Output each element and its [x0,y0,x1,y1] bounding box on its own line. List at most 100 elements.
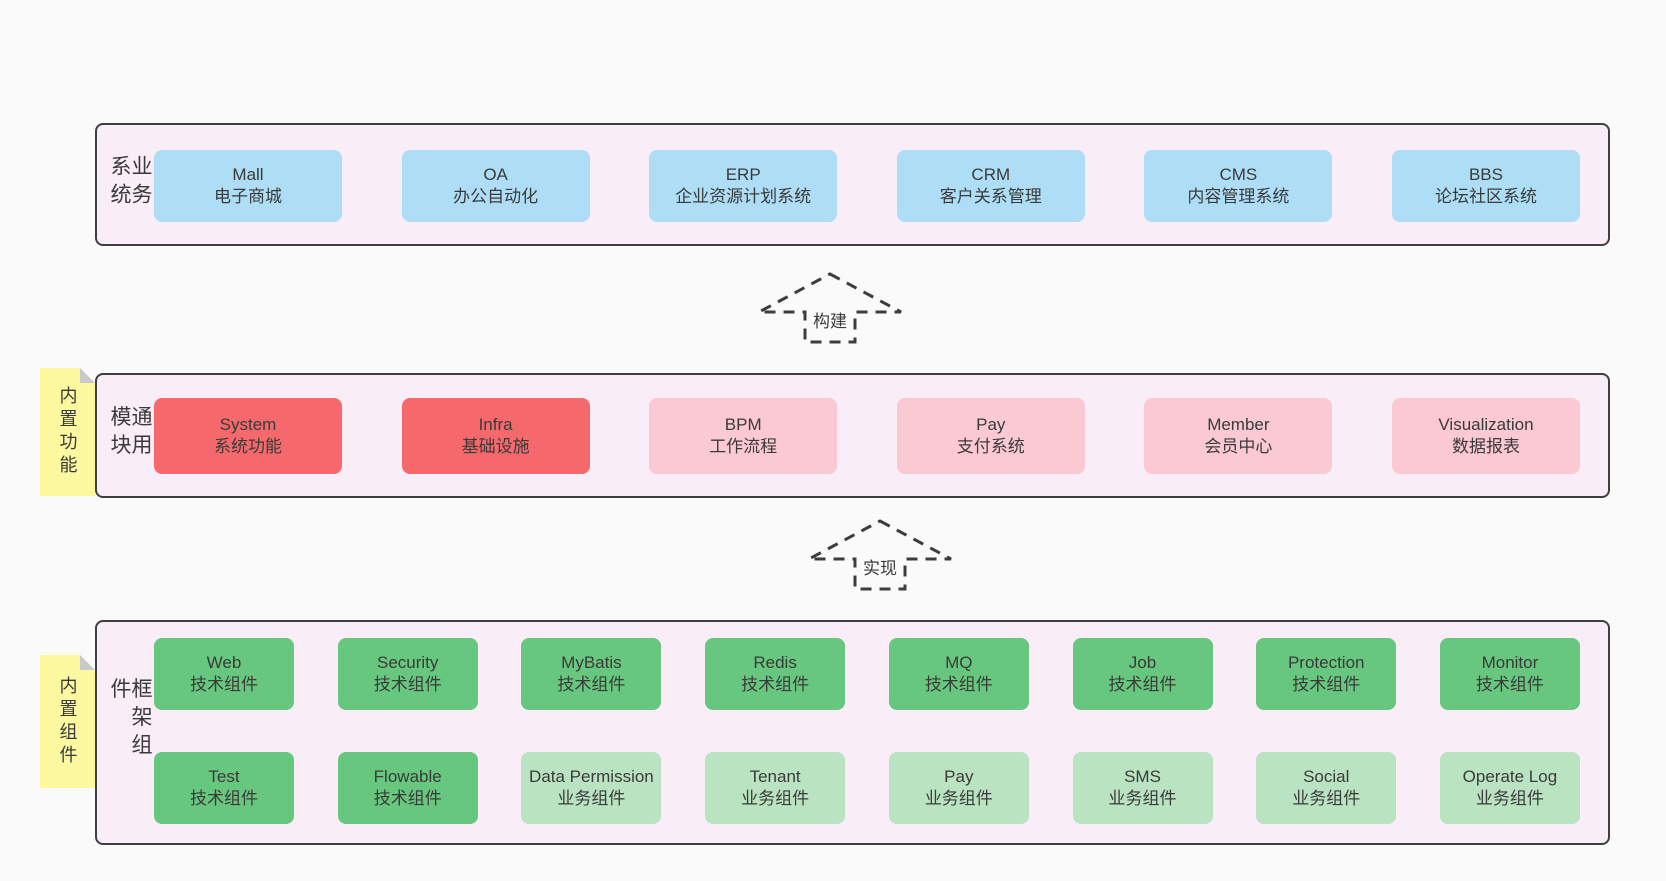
box-subtitle: 技术组件 [1108,675,1177,694]
box-title: Monitor [1481,652,1539,672]
box-erp: ERP 企业资源计划系统 [649,150,838,222]
box-subtitle: 技术组件 [190,789,258,808]
box-subtitle: 论坛社区系统 [1434,187,1537,206]
box-title: CRM [971,164,1011,184]
layer-common-modules: 通用模块 System 系统功能 Infra 基础设施 BPM 工作流程 Pay… [95,373,1610,498]
box-pay-component: Pay 业务组件 [888,752,1029,824]
box-title: Security [376,652,439,672]
box-title: BBS [1468,164,1503,184]
box-subtitle: 技术组件 [1292,675,1361,694]
box-infra: Infra 基础设施 [401,398,590,474]
box-title: Infra [478,414,513,434]
box-title: Mall [232,164,264,184]
arrow-build-label: 构建 [810,307,850,332]
box-title: Visualization [1438,414,1534,434]
box-redis: Redis 技术组件 [705,638,846,710]
box-subtitle: 业务组件 [1292,789,1361,808]
box-subtitle: 数据报表 [1451,437,1520,456]
box-subtitle: 技术组件 [190,675,258,694]
box-tenant: Tenant 业务组件 [705,752,846,824]
box-title: CMS [1219,164,1258,184]
box-subtitle: 内容管理系统 [1187,187,1290,206]
sticky-note-label: 内置组件 [57,675,78,768]
box-subtitle: 技术组件 [373,789,442,808]
box-subtitle: 业务组件 [1475,789,1544,808]
box-member: Member 会员中心 [1144,398,1333,474]
box-subtitle: 技术组件 [1475,675,1544,694]
box-job: Job 技术组件 [1072,638,1213,710]
box-title: Job [1128,652,1157,672]
arrow-implement-label: 实现 [860,554,900,579]
box-mq: MQ 技术组件 [888,638,1029,710]
box-cms: CMS 内容管理系统 [1144,150,1333,222]
layer-framework-label: 框架组件 [108,677,152,762]
dashed-up-arrow-icon [758,272,902,344]
box-oa: OA 办公自动化 [401,150,590,222]
box-sms: SMS 业务组件 [1072,752,1213,824]
layer-framework-components: 框架组件 Web 技术组件 Security 技术组件 MyBatis 技术组件… [95,620,1610,845]
box-visualization: Visualization 数据报表 [1391,398,1580,474]
dashed-up-arrow-icon [808,519,952,591]
layer-business-label: 业务系统 [108,154,152,211]
box-title: SMS [1124,766,1161,786]
framework-box-row-1: Web 技术组件 Security 技术组件 MyBatis 技术组件 Redi… [154,638,1580,710]
box-web: Web 技术组件 [154,638,294,710]
box-title: OA [483,164,508,184]
box-subtitle: 企业资源计划系统 [675,187,812,206]
framework-box-row-2: Test 技术组件 Flowable 技术组件 Data Permission … [154,752,1580,824]
box-mall: Mall 电子商城 [154,150,342,222]
box-system: System 系统功能 [154,398,342,474]
box-subtitle: 技术组件 [373,675,442,694]
box-title: Member [1207,414,1270,434]
box-subtitle: 客户关系管理 [939,187,1042,206]
modules-box-row: System 系统功能 Infra 基础设施 BPM 工作流程 Pay 支付系统… [154,398,1580,474]
box-title: Redis [753,652,797,672]
box-social: Social 业务组件 [1256,752,1397,824]
box-test: Test 技术组件 [154,752,294,824]
box-subtitle: 技术组件 [924,675,993,694]
box-crm: CRM 客户关系管理 [896,150,1085,222]
box-data-permission: Data Permission 业务组件 [521,752,662,824]
box-protection: Protection 技术组件 [1256,638,1397,710]
box-title: MQ [945,652,973,672]
box-flowable: Flowable 技术组件 [337,752,478,824]
box-title: ERP [725,164,761,184]
box-subtitle: 会员中心 [1204,437,1273,456]
box-title: MyBatis [561,652,622,672]
box-title: Flowable [373,766,442,786]
box-title: BPM [724,414,762,434]
box-monitor: Monitor 技术组件 [1439,638,1580,710]
box-bpm: BPM 工作流程 [649,398,838,474]
box-mybatis: MyBatis 技术组件 [521,638,662,710]
layer-business-systems: 业务系统 Mall 电子商城 OA 办公自动化 ERP 企业资源计划系统 CRM… [95,123,1610,246]
sticky-note-label: 内置功能 [57,386,78,478]
box-subtitle: 业务组件 [557,789,626,808]
box-subtitle: 办公自动化 [453,187,539,206]
box-subtitle: 工作流程 [709,437,778,456]
box-subtitle: 业务组件 [741,789,810,808]
box-title: Protection [1287,652,1365,672]
box-pay-module: Pay 支付系统 [896,398,1085,474]
sticky-note-built-in-features: 内置功能 [40,368,95,496]
box-title: Pay [976,414,1006,434]
box-subtitle: 业务组件 [924,789,993,808]
box-title: Web [206,652,242,672]
box-title: Data Permission [529,766,654,786]
box-title: Test [208,766,240,786]
box-subtitle: 技术组件 [557,675,626,694]
box-subtitle: 技术组件 [741,675,810,694]
box-subtitle: 系统功能 [214,437,282,456]
box-subtitle: 业务组件 [1108,789,1177,808]
box-subtitle: 基础设施 [461,437,530,456]
sticky-note-built-in-components: 内置组件 [40,655,95,788]
box-operate-log: Operate Log 业务组件 [1439,752,1580,824]
arrow-build: 构建 [755,271,905,345]
box-title: Operate Log [1462,766,1558,786]
box-bbs: BBS 论坛社区系统 [1391,150,1580,222]
box-subtitle: 电子商城 [214,187,282,206]
business-box-row: Mall 电子商城 OA 办公自动化 ERP 企业资源计划系统 CRM 客户关系… [154,150,1580,222]
box-title: Pay [944,766,974,786]
box-title: System [219,414,277,434]
box-subtitle: 支付系统 [956,437,1025,456]
